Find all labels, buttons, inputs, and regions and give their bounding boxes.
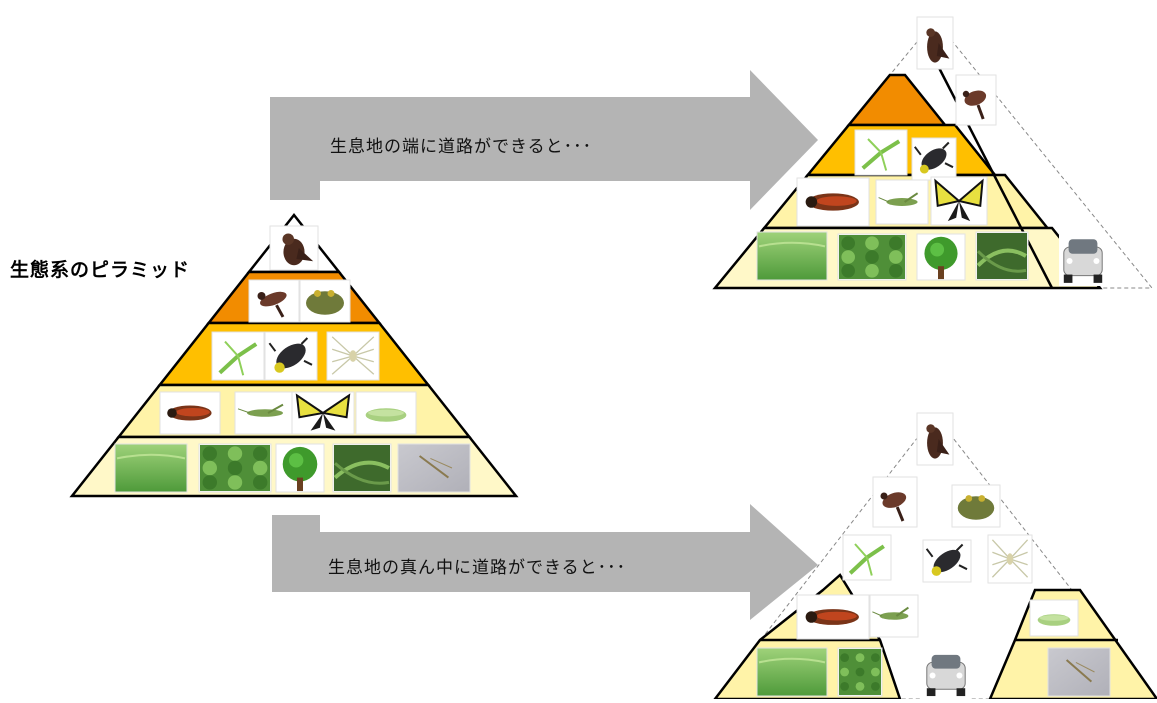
shrike-icon: [955, 74, 997, 126]
mantis-icon: [854, 129, 908, 176]
caterpillar-icon: [355, 391, 417, 435]
tree-icon: [916, 233, 966, 281]
grasshopper-icon: [234, 391, 296, 435]
butterfly-icon: [930, 176, 988, 226]
moss-icon: [332, 443, 392, 493]
cicada-icon: [796, 177, 870, 227]
algae-icon: [397, 443, 471, 493]
frog-icon: [299, 279, 351, 323]
caterpillar-icon: [1029, 599, 1079, 637]
butterfly-icon: [291, 391, 355, 435]
original-outline: [713, 414, 1157, 700]
hawk-icon: [916, 16, 954, 70]
arrow-bottom-label: 生息地の真ん中に道路ができると･･･: [328, 558, 627, 578]
level-4-band: [846, 73, 948, 127]
grass-icon: [114, 443, 188, 493]
grasshopper-icon: [869, 594, 919, 638]
algae-icon: [1047, 647, 1111, 697]
shrub-icon: [837, 233, 907, 281]
mantis-icon: [211, 331, 265, 381]
frog-icon: [951, 484, 1001, 528]
arrow-bottom: [272, 504, 818, 620]
shrike-icon: [872, 476, 918, 528]
main-pyramid: [69, 212, 519, 498]
car-icon: [1059, 234, 1107, 286]
cicada-icon: [796, 594, 870, 640]
hawk-icon: [916, 412, 954, 466]
spider-icon: [987, 534, 1033, 584]
edge-road-pyramid: [712, 16, 1154, 290]
cicada-icon: [159, 391, 221, 435]
beetle-icon: [264, 331, 318, 381]
shrub-icon: [198, 443, 272, 493]
car-icon: [922, 650, 970, 699]
spider-icon: [326, 331, 380, 381]
tree-icon: [275, 443, 325, 493]
diagram-title: 生態系のピラミッド: [10, 259, 191, 281]
cut-edge: [933, 59, 1054, 289]
mantis-icon: [842, 534, 892, 581]
grasshopper-icon: [875, 179, 929, 225]
arrow-top-label: 生息地の端に道路ができると･･･: [330, 137, 593, 157]
beetle-icon: [922, 539, 972, 583]
arrow-top: [270, 70, 818, 210]
hawk-icon: [269, 225, 319, 271]
grass-icon: [756, 647, 828, 697]
moss-icon: [975, 231, 1029, 281]
middle-road-pyramid: [712, 412, 1157, 701]
grass-icon: [756, 231, 828, 281]
shrike-icon: [248, 279, 300, 323]
beetle-icon: [911, 137, 957, 181]
shrub-icon: [837, 647, 883, 697]
